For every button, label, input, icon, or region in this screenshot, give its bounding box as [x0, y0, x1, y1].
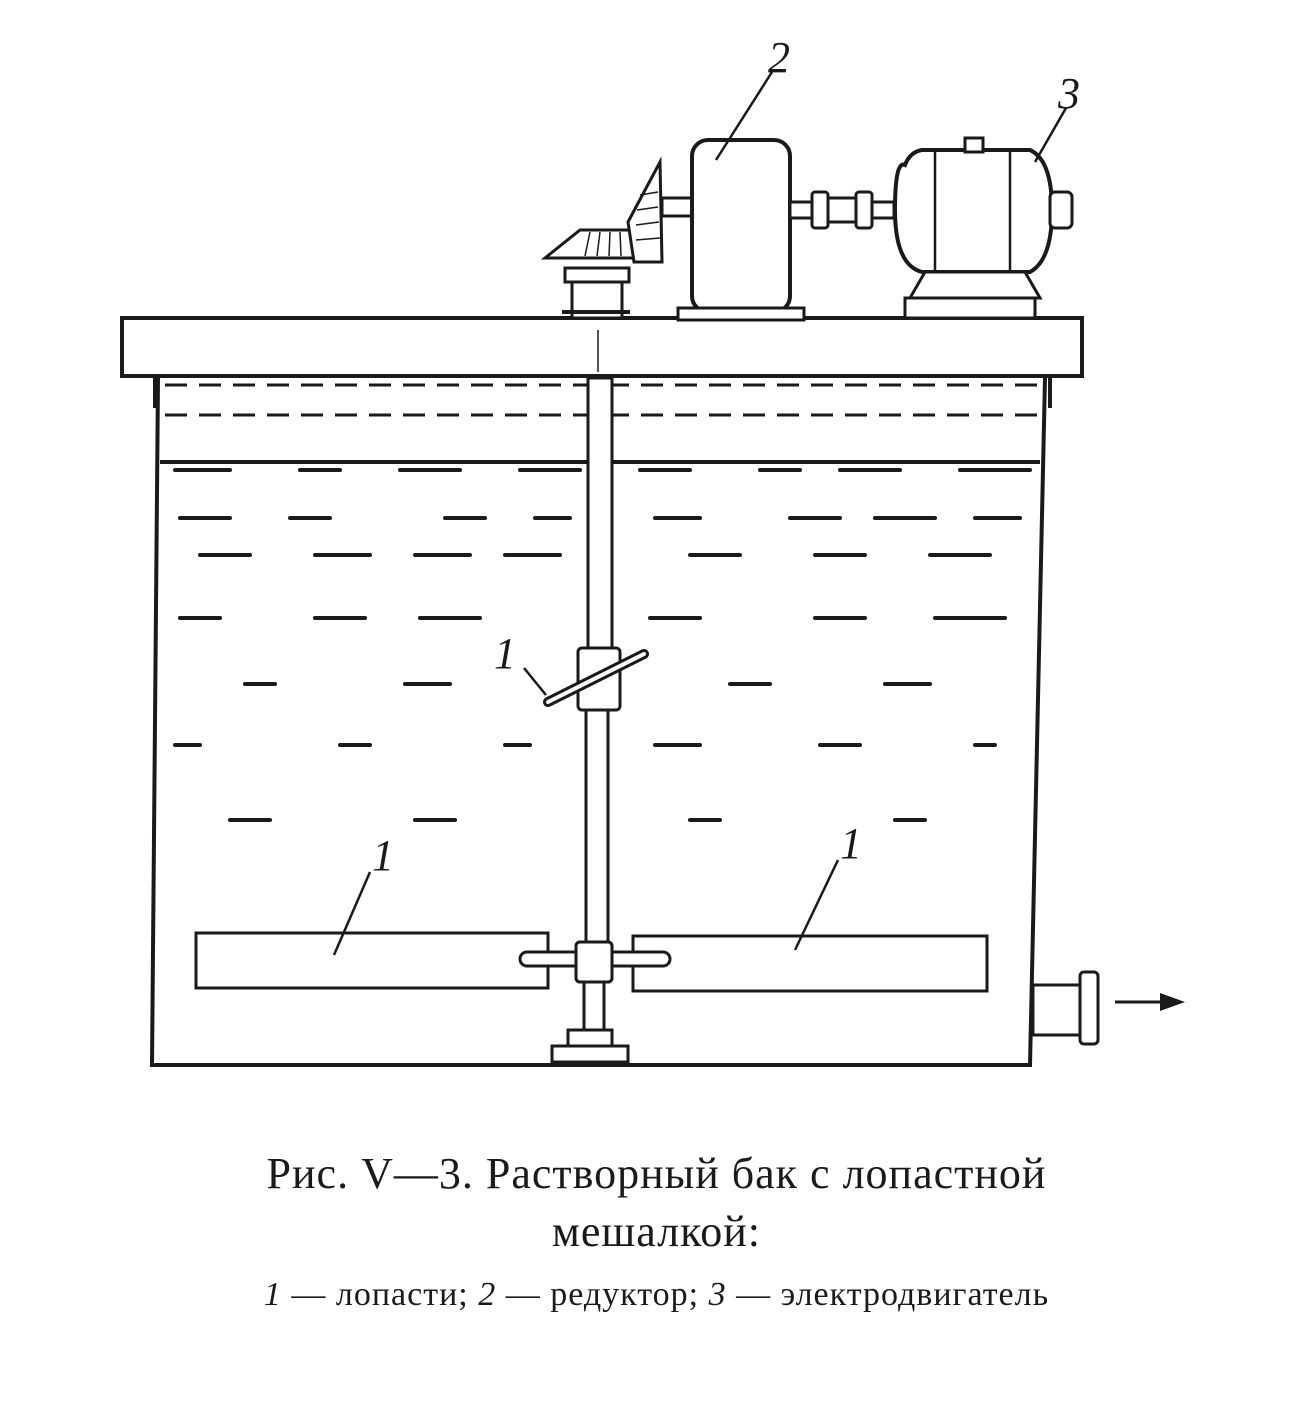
lower-blades — [194, 931, 989, 993]
leader-lines — [332, 71, 1068, 956]
liquid-hatching — [173, 468, 1032, 822]
electric-motor — [892, 136, 1074, 320]
agitator-shaft — [550, 376, 630, 1064]
figure-caption-line1: Рис. V—3. Растворный бак с лопастной — [266, 1149, 1047, 1198]
legend-num-2: 2 — [478, 1276, 497, 1313]
callout-left-blade: 1 — [372, 831, 394, 880]
dashed-level-lines — [165, 383, 1040, 417]
legend-text-3: — электродвигатель — [726, 1276, 1050, 1313]
legend-text-2: — редуктор; — [496, 1276, 709, 1313]
tank-body — [150, 377, 1047, 1067]
legend-text-1: — лопасти; — [281, 1276, 479, 1313]
coupling — [788, 190, 896, 230]
upper-blade — [543, 649, 649, 707]
reducer — [676, 138, 806, 322]
outlet-pipe — [1031, 970, 1185, 1046]
legend-num-1: 1 — [263, 1276, 282, 1313]
legend-num-3: 3 — [708, 1276, 727, 1313]
callout-upper-blade: 1 — [494, 629, 516, 678]
callout-motor: 3 — [1057, 69, 1080, 118]
figure-legend: 1 — лопасти; 2 — редуктор; 3 — электродв… — [0, 1275, 1313, 1315]
bevel-gear — [540, 156, 694, 320]
figure-caption-line2: мешалкой: — [551, 1207, 762, 1256]
callout-right-blade: 1 — [840, 819, 862, 868]
callout-reducer: 2 — [768, 33, 790, 82]
mixing-tank-diagram: 2 3 1 1 1 — [120, 33, 1185, 1067]
